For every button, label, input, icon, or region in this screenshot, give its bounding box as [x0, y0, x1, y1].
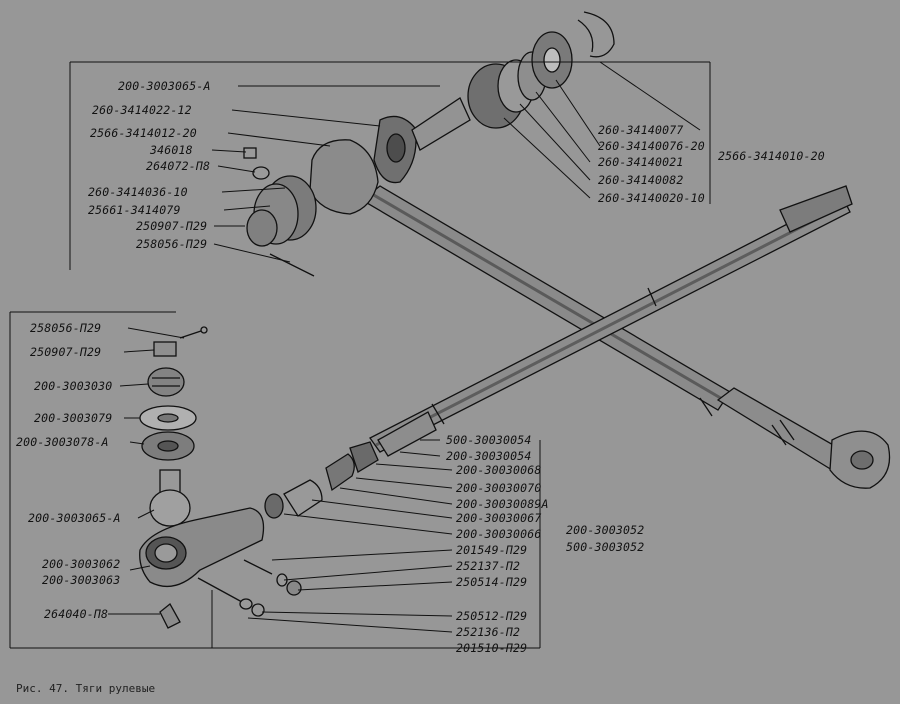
label-bottom-left-4: 200-3003078-А	[16, 435, 109, 449]
label-top-right-4: 260-34140020-10	[598, 191, 705, 205]
label-bottom-left-3: 200-3003079	[34, 411, 113, 425]
label-top-group: 2566-3414010-20	[718, 149, 825, 163]
top-joint-assembly	[243, 11, 615, 277]
leader-lines	[9, 61, 711, 649]
label-bottom-right-1: 200-30030054	[446, 449, 532, 463]
label-bottom-left-0: 258056-П29	[30, 321, 102, 335]
label-bottom-left-5: 200-3003065-А	[28, 511, 121, 525]
label-bottom-right-8: 252137-П2	[456, 559, 521, 573]
tie-rod-cross	[369, 185, 853, 453]
label-bottom-left-7: 200-3003063	[42, 573, 121, 587]
bottom-joint-assembly	[139, 326, 437, 629]
label-bottom-group-0: 200-3003052	[566, 523, 645, 537]
tie-rod-long	[360, 185, 891, 489]
label-bottom-right-2: 200-30030068	[456, 463, 542, 477]
label-top-4: 264072-П8	[146, 159, 211, 173]
label-bottom-right-4: 200-30030089А	[456, 497, 549, 511]
label-bottom-group-1: 500-3003052	[566, 540, 645, 554]
label-bottom-right-6: 200-30030066	[456, 527, 542, 541]
label-bottom-right-0: 500-30030054	[446, 433, 532, 447]
label-top-right-2: 260-34140021	[598, 155, 684, 169]
label-top-5: 260-3414036-10	[88, 185, 188, 199]
label-bottom-right-11: 252136-П2	[456, 625, 521, 639]
label-top-right-1: 260-34140076-20	[598, 139, 705, 153]
label-bottom-left-6: 200-3003062	[42, 557, 121, 571]
label-top-1: 260-3414022-12	[92, 103, 192, 117]
label-bottom-left-1: 250907-П29	[30, 345, 102, 359]
label-top-6: 25661-3414079	[88, 203, 181, 217]
label-bottom-right-12: 201510-П29	[456, 641, 528, 655]
label-bottom-right-9: 250514-П29	[456, 575, 528, 589]
label-top-2: 2566-3414012-20	[90, 126, 197, 140]
label-top-8: 258056-П29	[136, 237, 208, 251]
label-bottom-right-5: 200-30030067	[456, 511, 542, 525]
label-top-7: 250907-П29	[136, 219, 208, 233]
label-bottom-right-3: 200-30030070	[456, 481, 542, 495]
label-top-3: 346018	[150, 143, 193, 157]
label-bottom-left-8: 264040-П8	[44, 607, 109, 621]
label-bottom-right-7: 201549-П29	[456, 543, 528, 557]
label-bottom-left-2: 200-3003030	[34, 379, 113, 393]
label-top-right-0: 260-34140077	[598, 123, 684, 137]
figure-caption: Рис. 47. Тяги рулевые	[16, 682, 156, 695]
label-top-right-3: 260-34140082	[598, 173, 684, 187]
label-top-0: 200-3003065-А	[118, 79, 211, 93]
label-bottom-right-10: 250512-П29	[456, 609, 528, 623]
